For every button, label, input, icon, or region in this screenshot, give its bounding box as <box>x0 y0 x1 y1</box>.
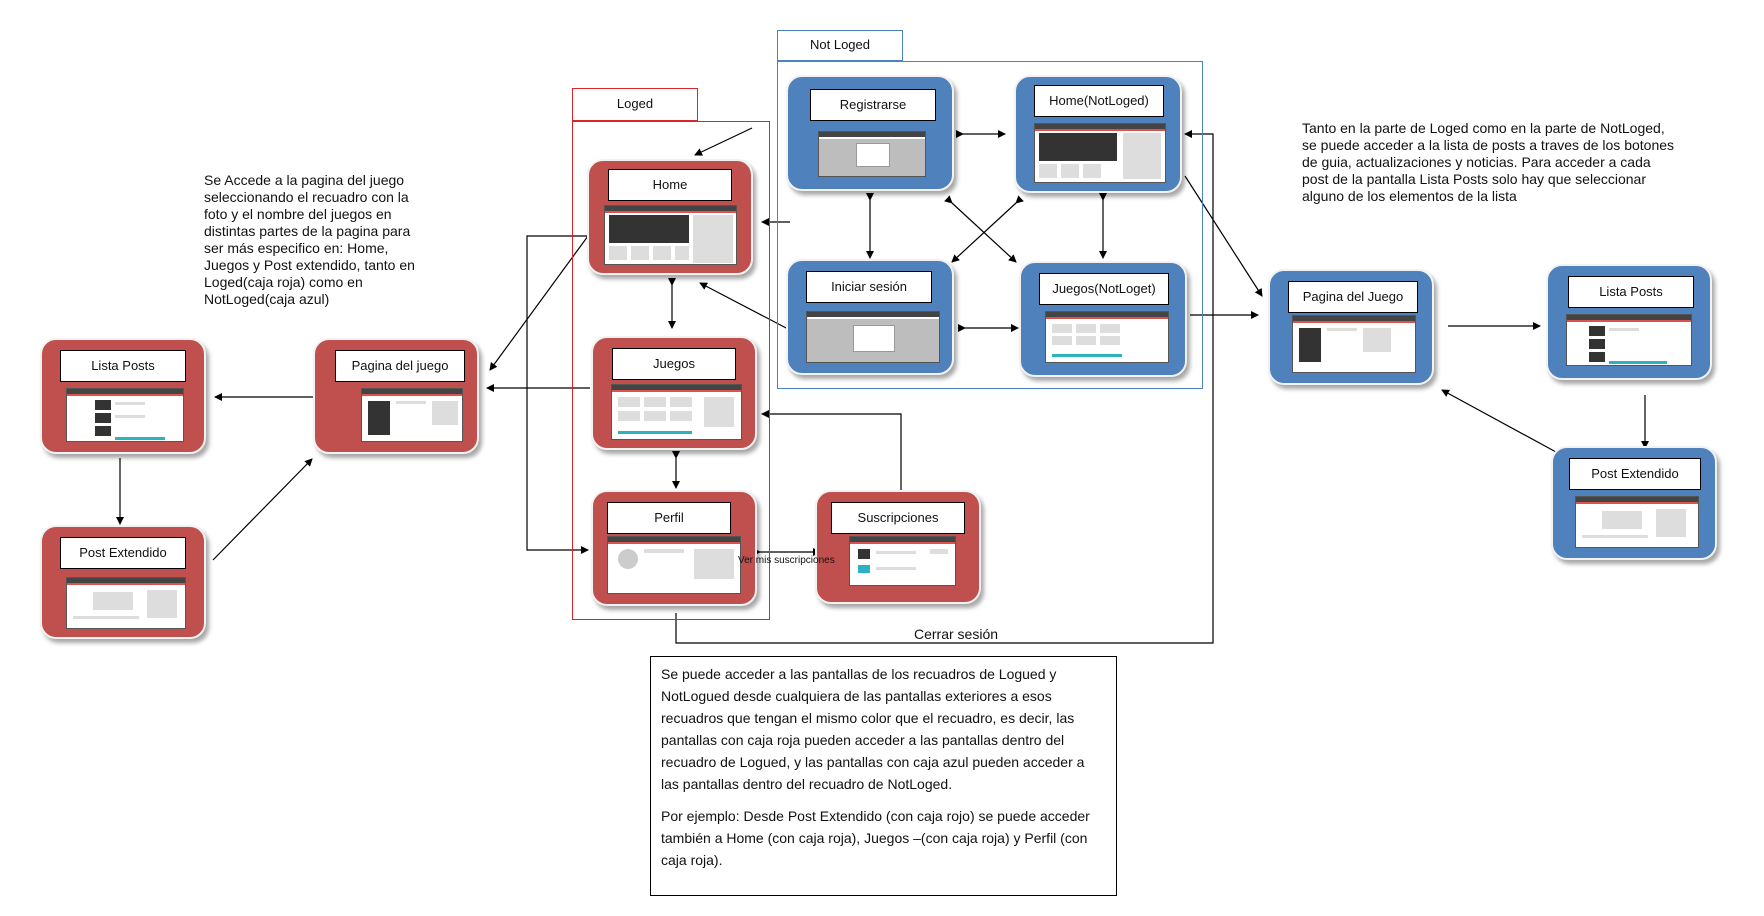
screen-perfil-label: Perfil <box>607 502 731 534</box>
screen-juegos-thumbnail <box>611 384 742 440</box>
screen-home[interactable]: Home <box>587 159 753 275</box>
screen-juegos-notloget-label: Juegos(NotLoget) <box>1039 273 1169 305</box>
screen-lista-posts-notloged-label: Lista Posts <box>1568 276 1694 308</box>
screen-home-thumbnail <box>604 205 737 265</box>
screen-suscripciones-label: Suscripciones <box>831 502 965 534</box>
note-bottom-paragraph-2: Por ejemplo: Desde Post Extendido (con c… <box>661 808 1090 868</box>
screen-pagina-juego-loged[interactable]: Pagina del juego <box>313 338 479 454</box>
note-bottom-paragraph-1: Se puede acceder a las pantallas de los … <box>661 666 1085 792</box>
screen-lista-posts-notloged[interactable]: Lista Posts <box>1546 264 1712 380</box>
screen-suscripciones-thumbnail <box>849 536 956 586</box>
screen-pagina-juego-notloged[interactable]: Pagina del Juego <box>1268 269 1434 385</box>
arrow-left-bracket <box>526 235 590 554</box>
screen-registrarse-thumbnail <box>818 131 926 177</box>
screen-lista-posts-loged-label: Lista Posts <box>60 350 186 382</box>
screen-pagina-juego-loged-thumbnail <box>361 388 463 442</box>
screen-pagina-juego-loged-label: Pagina del juego <box>335 350 465 382</box>
screen-juegos-notloget[interactable]: Juegos(NotLoget) <box>1019 261 1187 377</box>
screen-iniciar-sesion-thumbnail <box>806 311 940 363</box>
note-left: Se Accede a la pagina del juego seleccio… <box>204 172 415 307</box>
loged-group-box <box>572 121 770 620</box>
screen-perfil[interactable]: Perfil <box>591 490 757 606</box>
screen-juegos-label: Juegos <box>612 348 736 380</box>
arrow-cerrar-sesion <box>675 130 1214 644</box>
screen-post-extendido-notloged-thumbnail <box>1575 496 1699 548</box>
arrow-loged-to-home <box>694 127 753 156</box>
screen-home-notloged-thumbnail <box>1034 123 1166 183</box>
screen-registrarse-label: Registrarse <box>810 89 936 121</box>
screen-post-extendido-notloged-label: Post Extendido <box>1569 458 1701 490</box>
screen-lista-posts-notloged-thumbnail <box>1566 314 1692 366</box>
screen-home-label: Home <box>608 169 732 201</box>
screen-registrarse[interactable]: Registrarse <box>786 75 954 191</box>
loged-group-tab: Loged <box>572 88 698 121</box>
screen-juegos[interactable]: Juegos <box>591 336 757 450</box>
note-bottom: Se puede acceder a las pantallas de los … <box>650 656 1117 896</box>
note-right: Tanto en la parte de Loged como en la pa… <box>1302 120 1675 204</box>
arrow-cross-2 <box>951 195 1024 263</box>
arrow-post-to-pagina <box>212 458 313 561</box>
not-loged-group-box <box>777 61 1203 389</box>
cerrar-sesion-label: Cerrar sesión <box>914 626 999 642</box>
arrow-homenl-to-pagina-blue <box>1184 175 1263 297</box>
avatar-icon <box>618 549 638 569</box>
screen-pagina-juego-notloged-label: Pagina del Juego <box>1288 281 1418 313</box>
screen-post-extendido-loged-label: Post Extendido <box>60 537 186 569</box>
arrow-iniciar-to-home <box>699 282 791 331</box>
not-loged-group-tab: Not Loged <box>777 30 903 61</box>
screen-juegos-notloget-thumbnail <box>1045 311 1169 363</box>
arrow-home-to-pagina <box>489 235 589 371</box>
screen-lista-posts-loged[interactable]: Lista Posts <box>40 338 206 454</box>
screen-post-extendido-loged[interactable]: Post Extendido <box>40 525 206 639</box>
ver-suscripciones-label: Ver mis suscripciones <box>738 555 835 566</box>
screen-suscripciones[interactable]: Suscripciones <box>815 490 981 604</box>
screen-home-notloged-label: Home(NotLoged) <box>1034 85 1164 117</box>
screen-lista-posts-loged-thumbnail <box>66 388 184 442</box>
arrow-post-blue-to-pagina <box>1441 389 1557 453</box>
screen-iniciar-sesion-label: Iniciar sesión <box>806 271 932 303</box>
screen-iniciar-sesion[interactable]: Iniciar sesión <box>786 259 954 375</box>
screen-home-notloged[interactable]: Home(NotLoged) <box>1014 75 1182 193</box>
screen-perfil-thumbnail <box>607 536 741 594</box>
screen-pagina-juego-notloged-thumbnail <box>1292 315 1416 373</box>
screen-post-extendido-loged-thumbnail <box>66 577 186 629</box>
arrow-suscripciones-to-juegos <box>761 410 902 492</box>
screen-post-extendido-notloged[interactable]: Post Extendido <box>1551 446 1717 560</box>
